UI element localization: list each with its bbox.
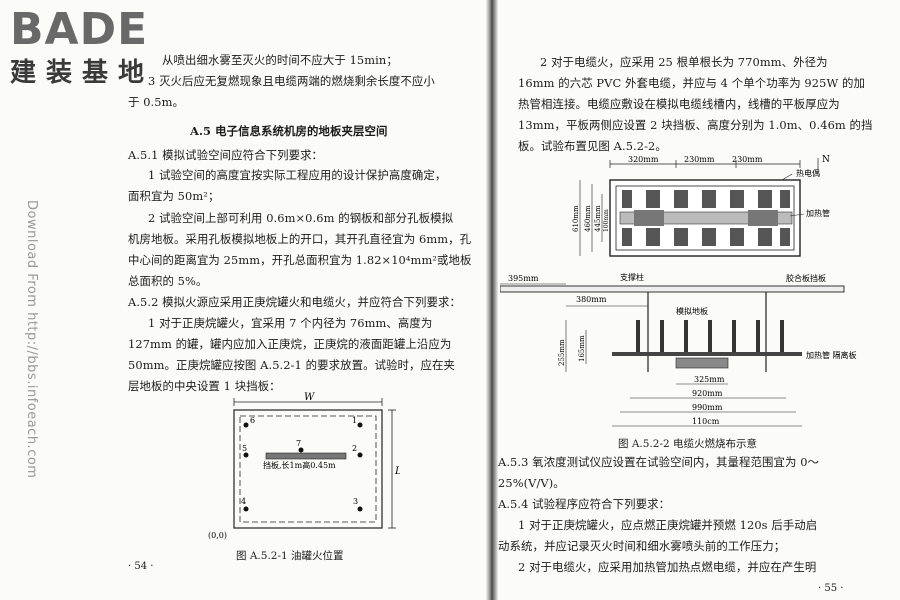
dim-460: 460mm xyxy=(584,205,592,232)
side-watermark: Download From http://bbs.infoeach.com xyxy=(24,200,39,479)
text-line: A.5.4 试验程序应符合下列要求： xyxy=(498,497,671,511)
logo-text: BADE xyxy=(10,4,149,55)
tank-label-4: 4 xyxy=(241,497,246,506)
tank-point-1 xyxy=(357,422,363,428)
text-line: 于 0.5m。 xyxy=(128,95,185,109)
text-line: 50mm。正庚烷罐应按图 A.5.2-1 的要求放置。试验时，应在夹 xyxy=(128,358,455,372)
sim-floor-label: 模拟地板 xyxy=(676,306,708,316)
dim-610: 610mm xyxy=(572,205,580,232)
text-line: 3 灭火后应无复燃现象且电缆两端的燃烧剩余长度不应小 xyxy=(148,74,435,88)
text-line: A.5.2 模拟火源应采用正庚烷罐火和电缆火，并应符合下列要求： xyxy=(128,295,461,309)
text-line: A.5.3 氧浓度测试仪应设置在试验空间内，其量程范围宜为 0～ xyxy=(498,455,820,469)
tank-point-2 xyxy=(357,452,363,458)
dim-255: 255mm xyxy=(558,339,566,366)
figure-cable-fire-layout: 320mm 230mm 230mm N 热电偶 加热管 xyxy=(500,155,857,427)
text-line: 层地板的中央设置 1 块挡板： xyxy=(128,379,281,393)
heater-label: 加热管 xyxy=(806,208,830,218)
text-line: 2 对于电缆火，应采用加热管加热点燃电缆，并应在产生明 xyxy=(518,560,817,574)
text-line: 动系统，并应记录灭火时间和细水雾喷头前的工作压力； xyxy=(498,539,786,553)
figure-oil-tank-positions: W L 挡板,长1m高0.45m 6 1 5 7 2 4 3 (0,0) xyxy=(208,392,400,540)
tank-point-7 xyxy=(298,447,304,453)
bade-logo: BADE 建装基地 xyxy=(6,4,178,88)
logo-chinese-text: 建装基地 xyxy=(10,58,155,88)
tank-label-3: 3 xyxy=(353,497,358,506)
text-line: 板。试验布置见图 A.5.2-2。 xyxy=(518,139,667,153)
dim-445: 445mm xyxy=(594,205,602,232)
tank-point-5 xyxy=(243,452,249,458)
support-label: 支撑柱 xyxy=(620,272,644,282)
text-line: 2 试验空间上部可利用 0.6m×0.6m 的钢板和部分孔板模拟 xyxy=(148,211,454,225)
dim-230b: 230mm xyxy=(732,155,763,164)
text-line: 25%(V/V)。 xyxy=(498,476,565,490)
tank-label-6: 6 xyxy=(250,416,255,425)
dim-230a: 230mm xyxy=(684,155,715,164)
right-page: 2 对于电缆火，应采用 25 根单根长为 770mm、外径为 16mm 的六芯 … xyxy=(496,0,900,600)
dim-110cm: 110cm xyxy=(692,417,720,426)
text-line: 127mm 的罐，罐内应加入正庚烷，正庚烷的液面距罐上沿应为 xyxy=(128,337,452,351)
text-line: 16mm 的六芯 PVC 外套电缆，并应与 4 个单个功率为 925W 的加 xyxy=(518,76,865,90)
tank-point-4 xyxy=(243,506,249,512)
text-line: 13mm，平板两侧应设置 2 块挡板、高度分别为 1.0m、0.46m 的挡 xyxy=(518,118,873,132)
left-page: BADE 建装基地 Download From http://bbs.infoe… xyxy=(6,4,472,572)
text-line: 1 对于正庚烷罐火，宜采用 7 个内径为 76mm、高度为 xyxy=(148,316,433,330)
thermocouple-label: 热电偶 xyxy=(796,168,820,178)
baffle-label: 挡板,长1m高0.45m xyxy=(263,460,336,470)
heater-plate-label: 加热管 隔离板 xyxy=(806,350,857,360)
text-line: 热管相连接。电缆应敷设在模拟电缆线槽内，线槽的平板厚应为 xyxy=(518,97,840,111)
dim-990: 990mm xyxy=(692,403,723,412)
page-number: · 55 · xyxy=(818,583,844,594)
text-line: 1 对于正庚烷罐火，应点燃正庚烷罐并预燃 120s 后手动启 xyxy=(518,518,818,532)
book-gutter xyxy=(486,0,498,600)
dim-920: 920mm xyxy=(692,389,723,398)
text-line: 总面积的 5%。 xyxy=(128,274,208,288)
l-label: L xyxy=(394,466,400,477)
tank-label-1: 1 xyxy=(352,416,357,425)
section-heading: A.5 电子信息系统机房的地板夹层空间 xyxy=(190,124,388,138)
text-line: 面积宜为 50m²； xyxy=(128,189,220,203)
dim-395: 395mm xyxy=(508,274,539,283)
tank-label-2: 2 xyxy=(352,444,357,453)
text-line: 中心间的距离宜为 25mm，开孔总面积宜为 1.82×10⁴mm²或地板 xyxy=(128,253,472,267)
dim-165: 165mm xyxy=(578,335,586,362)
tank-point-3 xyxy=(357,506,363,512)
dim-100: 100mm xyxy=(603,209,610,232)
text-line: 1 试验空间的高度宜按实际工程应用的设计保护高度确定， xyxy=(148,168,447,182)
text-line: 机房地板。采用孔板模拟地板上的开口，其开孔直径宜为 6mm，孔 xyxy=(128,232,472,246)
dim-325: 325mm xyxy=(694,375,725,384)
plywood-baffle-label: 胶合板挡板 xyxy=(786,273,826,283)
tank-label-7: 7 xyxy=(296,439,301,448)
text-line: A.5.1 模拟试验空间应符合下列要求： xyxy=(128,148,324,162)
page-number: · 54 · xyxy=(128,561,154,572)
text-line: 从喷出细水雾至灭火的时间不应大于 15min； xyxy=(162,53,398,67)
w-label: W xyxy=(304,392,315,403)
tank-label-5: 5 xyxy=(242,444,247,453)
dim-380: 380mm xyxy=(576,295,607,304)
north-label: N xyxy=(822,155,830,165)
figure-caption: 图 A.5.2-1 油罐火位置 xyxy=(236,550,344,562)
figure-caption: 图 A.5.2-2 电缆火燃烧布示意 xyxy=(618,438,758,450)
origin-label: (0,0) xyxy=(208,531,227,540)
dim-320: 320mm xyxy=(628,155,659,164)
text-line: 2 对于电缆火，应采用 25 根单根长为 770mm、外径为 xyxy=(540,55,828,69)
tank-point-6 xyxy=(243,422,249,428)
